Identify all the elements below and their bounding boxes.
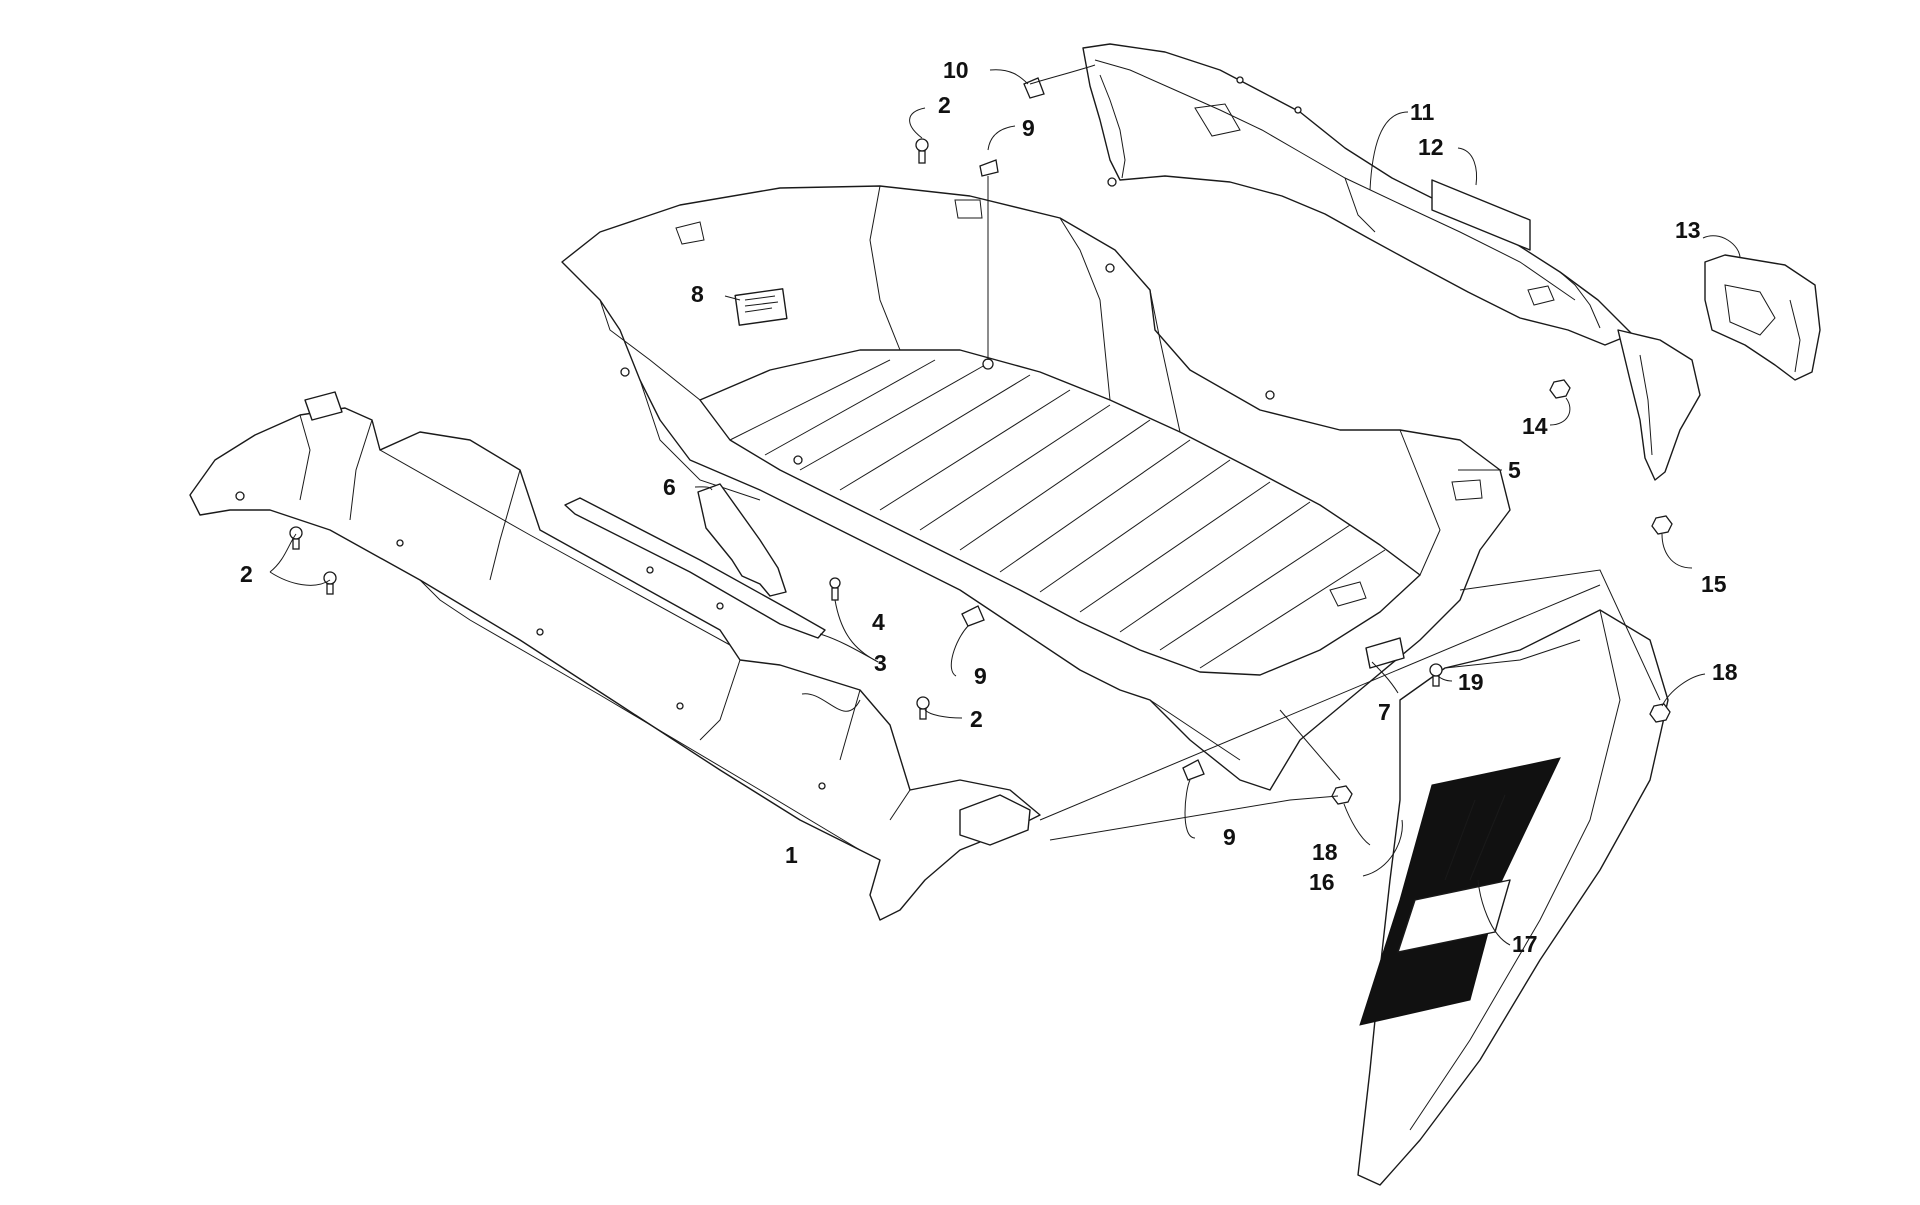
part-1-front-cross-member [189,391,1041,921]
part-16-side-decal [1359,757,1561,1026]
part-13-taillight [1704,254,1821,381]
callout-6: 6 [663,474,676,500]
nut-18-right [1649,703,1671,723]
bolt-2-left-a [289,526,303,550]
callout-3: 3 [874,650,887,676]
nut-15 [1651,515,1673,535]
part-11-rear-upper-panel [1082,43,1633,346]
callout-12: 12 [1418,134,1444,160]
leader-lines [269,64,1741,946]
screw-19 [1429,663,1443,687]
callout-5: 5 [1508,457,1521,483]
callout-9-top: 9 [1022,115,1035,141]
callout-labels: 1 2 2 2 3 4 5 6 7 8 9 9 9 10 11 12 13 14… [240,57,1738,957]
callout-14: 14 [1522,413,1548,439]
clip-9-middle [961,605,985,627]
clip-9-bottom [1182,759,1205,781]
callout-16: 16 [1309,869,1335,895]
part-6-gasket-panel [697,483,787,597]
callout-2-bottom: 2 [970,706,983,732]
nut-18-lower [1331,785,1353,805]
bolt-2-left-b [323,571,337,595]
callout-10: 10 [943,57,969,83]
callout-17: 17 [1512,931,1538,957]
clip-9-top [979,159,999,177]
part-5-cargo-box [561,185,1511,791]
callout-15: 15 [1701,571,1727,597]
callout-1: 1 [785,842,798,868]
callout-7: 7 [1378,699,1391,725]
bolt-2-top [915,138,929,164]
callout-18-right: 18 [1712,659,1738,685]
push-rivet-4 [829,577,841,601]
bolt-2-bottom [916,696,930,720]
callout-2-top: 2 [938,92,951,118]
callout-9-bottom: 9 [1223,824,1236,850]
part-15-side-bracket [1617,329,1701,481]
callout-2-left: 2 [240,561,253,587]
callout-19: 19 [1458,669,1484,695]
part-7-plate [1365,637,1405,669]
callout-8: 8 [691,281,704,307]
callout-11: 11 [1410,99,1435,125]
nut-14 [1549,379,1571,399]
part-12-decal-strip [1431,179,1531,251]
clip-10 [1023,77,1045,99]
callout-9-middle: 9 [974,663,987,689]
callout-4: 4 [872,609,885,635]
callout-13: 13 [1675,217,1701,243]
callout-18-lower: 18 [1312,839,1338,865]
